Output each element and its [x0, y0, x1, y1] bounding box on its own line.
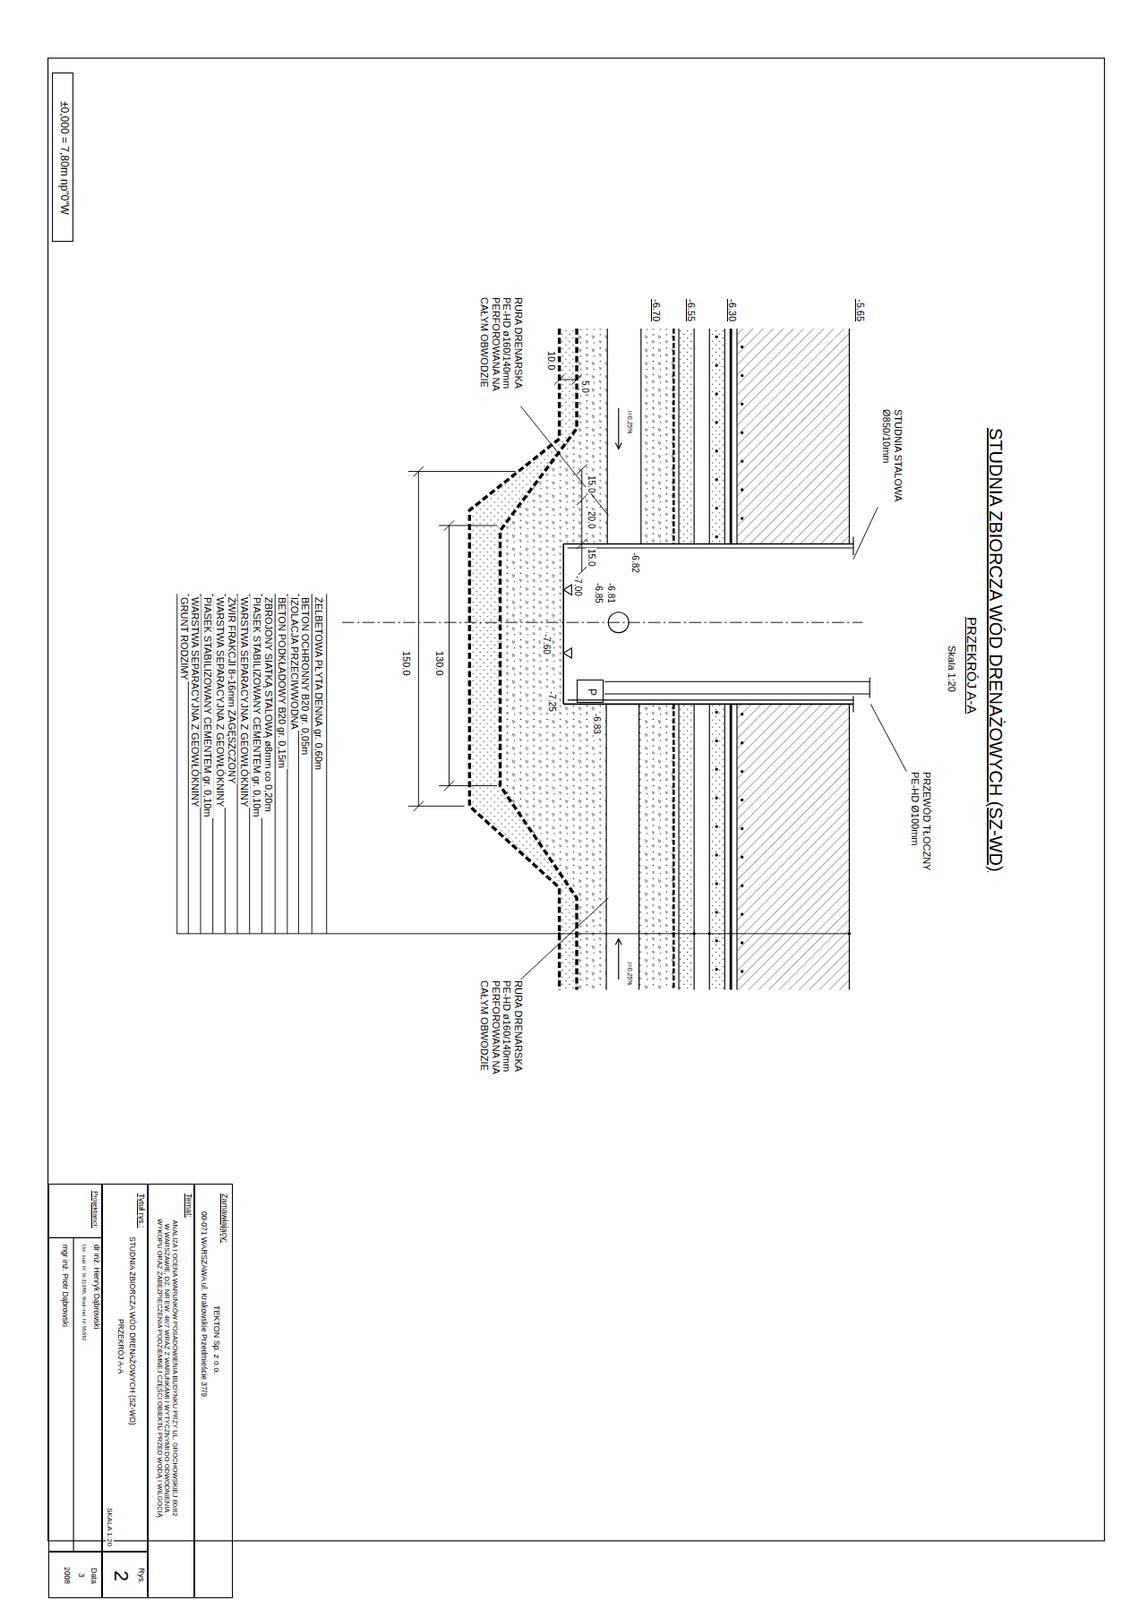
callout-label: PRZEWÓD TŁOCZNY PE-HD Ø100mm	[908, 771, 932, 879]
drawing-frame	[48, 58, 1106, 1551]
callout-label: RURA DRENARSKA PE-HD ø160/140mm PERFOROW…	[479, 979, 525, 1089]
title-block-cell: Data3 2008	[48, 1551, 103, 1599]
soil-layers	[736, 703, 849, 990]
layer-description: ŻWIR FRAKCJI 8÷16mm ZAGĘSZCZONY	[226, 596, 239, 785]
soil-layers	[709, 328, 725, 544]
field-heading: Data	[88, 1567, 98, 1586]
title-block-cell: Rys. 2	[102, 1551, 148, 1599]
layer-description: ZBROJONY SIATKĄ STALOWĄ ø8mm co 0,20m	[263, 596, 275, 814]
field-heading: Tytuł rys.:	[137, 1192, 146, 1230]
slope-note: i=0,25%	[625, 961, 634, 987]
elevation-mark: -7.60	[540, 633, 552, 656]
field-value: 00-071 WARSZAWA ul. Krakowskie Przedmieś…	[198, 1210, 208, 1398]
field-value: STUDNIA ZBIORCZA WÓD DRENAŻOWYCH (SZ-WD)	[127, 1235, 137, 1427]
drawing-frame	[48, 58, 1106, 1542]
box-text: P	[584, 687, 598, 697]
section-title: PRZEKRÓJ A-A	[963, 616, 979, 715]
elevation-mark: -6.82	[630, 551, 642, 575]
soil-layers	[709, 703, 725, 990]
layer-description: IZOLACJA PRZECIWWODNA	[288, 596, 300, 731]
drawing-title: STUDNIA ZBIORCZA WÓD DRENAŻOWYCH (SZ-WD)	[985, 427, 1006, 874]
steel-well	[563, 543, 854, 704]
steel-well	[342, 622, 863, 624]
soil-layers	[678, 703, 695, 990]
field-value: PRZEKRÓJ A-A	[116, 1318, 126, 1375]
elevation-mark: -6.55	[685, 298, 698, 323]
datum-box: ±0,000 = 7,80m np"0"W	[51, 72, 74, 242]
field-value: 3	[76, 1572, 86, 1579]
dimension-value: 130.0	[433, 650, 446, 677]
layer-description: WARSTWA SEPARACYJNA Z GEOWŁÓKNINY	[238, 596, 250, 808]
layer-description: GRUNT RODZIMY	[178, 596, 190, 682]
layer-table	[176, 593, 850, 934]
layer-description: PIASEK STABILIZOWANY CEMENTEM gr. 0,10m	[201, 596, 214, 819]
dimension-line	[554, 374, 583, 385]
box-text: ±0,000 = 7,80m np"0"W	[57, 100, 70, 216]
title-block-cell: Tytuł rys.:STUDNIA ZBIORCZA WÓD DRENAŻOW…	[102, 1183, 148, 1551]
title-block-cell: Temat: ANALIZA I OCENA WARUNKÓW POSADOWIE…	[147, 1183, 194, 1599]
field-heading: Rys.	[137, 1567, 146, 1586]
elevation-mark: -6.70	[651, 298, 663, 323]
layer-table	[176, 593, 849, 934]
elevation-mark: -6.30	[726, 298, 738, 323]
layer-lines	[469, 328, 559, 991]
layer-description: BETON OCHRONNY B20 gr. 0,05m	[299, 596, 312, 756]
drawing-frame	[48, 1237, 103, 1239]
field-value: SKALA 1:20	[105, 1507, 114, 1548]
steel-well	[342, 536, 870, 712]
slope-note: i=0,25%	[625, 410, 634, 436]
elevation-mark: -6.83	[591, 712, 602, 736]
field-heading: Projektanci:	[91, 1190, 100, 1230]
callout-label: RURA DRENARSKA PE-HD ø160/140mm PERFOROW…	[479, 296, 525, 406]
callout-label: STUDNIA STALOWA Ø850/10mm	[880, 408, 903, 511]
elevation-mark: -7.25	[546, 690, 557, 713]
layer-table	[559, 932, 851, 935]
field-value: dr inż. Henryk Dąbrowski	[91, 1243, 101, 1330]
field-value: ANALIZA I OCENA WARUNKÓW POSADOWIENIA BU…	[154, 1215, 179, 1522]
field-value: 2008	[61, 1566, 71, 1586]
layer-description: ŻELBETOWA PŁYTA DENNA gr. 0,60m	[313, 596, 326, 772]
elevation-mark: -6.85	[592, 582, 604, 605]
dimension-value: 15.0	[585, 548, 597, 567]
field-value: Upr. bud. Nr St-313/95, Wod-mel. Nr-553/…	[81, 1243, 87, 1343]
leader-line	[520, 406, 907, 980]
drainage-pipe	[607, 328, 642, 549]
soil-layers	[678, 328, 695, 544]
dimension-value: 10.0	[545, 350, 557, 371]
scale-note: Skala 1:20	[945, 644, 958, 694]
layer-description: WARSTWA SEPARACYJNA Z GEOWŁÓKNINY	[189, 596, 202, 808]
drainage-pipe	[606, 700, 639, 991]
pump-box: P	[576, 679, 604, 703]
sheet-number: 2	[110, 1569, 133, 1583]
dimension-value: 5.0	[580, 379, 592, 395]
soil-layers	[736, 328, 849, 544]
steel-well	[604, 677, 870, 699]
soil-layers	[469, 328, 577, 991]
steel-well	[563, 584, 572, 595]
title-block-cell: Zamawiający: TEKTON Sp. z o.o.00-071 WARS…	[194, 1183, 233, 1599]
elevation-mark: -5.65	[855, 298, 867, 323]
leader-line	[520, 406, 907, 980]
field-value: TEKTON Sp. z o.o.	[211, 1304, 221, 1376]
dimension-value: 15.0	[585, 474, 597, 494]
steel-well	[563, 648, 572, 659]
steel-well	[563, 543, 854, 704]
dimension-value: 150.0	[401, 650, 413, 677]
steel-well	[567, 536, 854, 712]
field-value: mgr inż. Piotr Dąbrowski	[59, 1243, 69, 1329]
layer-description: WARSTWA SEPARACYJNA Z GEOWŁÓKNINY	[214, 596, 226, 808]
dimension-value: 20.0	[585, 510, 597, 530]
dimension-line	[408, 466, 516, 812]
drawing-frame	[73, 1237, 75, 1551]
dimension-line	[438, 520, 497, 791]
field-heading: Temat:	[183, 1192, 193, 1219]
title-block-cell: Projektanci: dr inż. Henryk Dąbrowski Upr.…	[48, 1183, 103, 1551]
layer-description: PIASEK STABILIZOWANY CEMENTEM gr. 0,10m	[250, 596, 263, 819]
dimension-line	[408, 374, 587, 812]
elevation-mark: -7.00	[573, 574, 584, 598]
field-heading: Zamawiający:	[219, 1192, 229, 1244]
layer-description: BETON PODKŁADOWY B20 gr. 0,15m	[275, 596, 288, 770]
elevation-mark: -6.81	[605, 582, 617, 605]
